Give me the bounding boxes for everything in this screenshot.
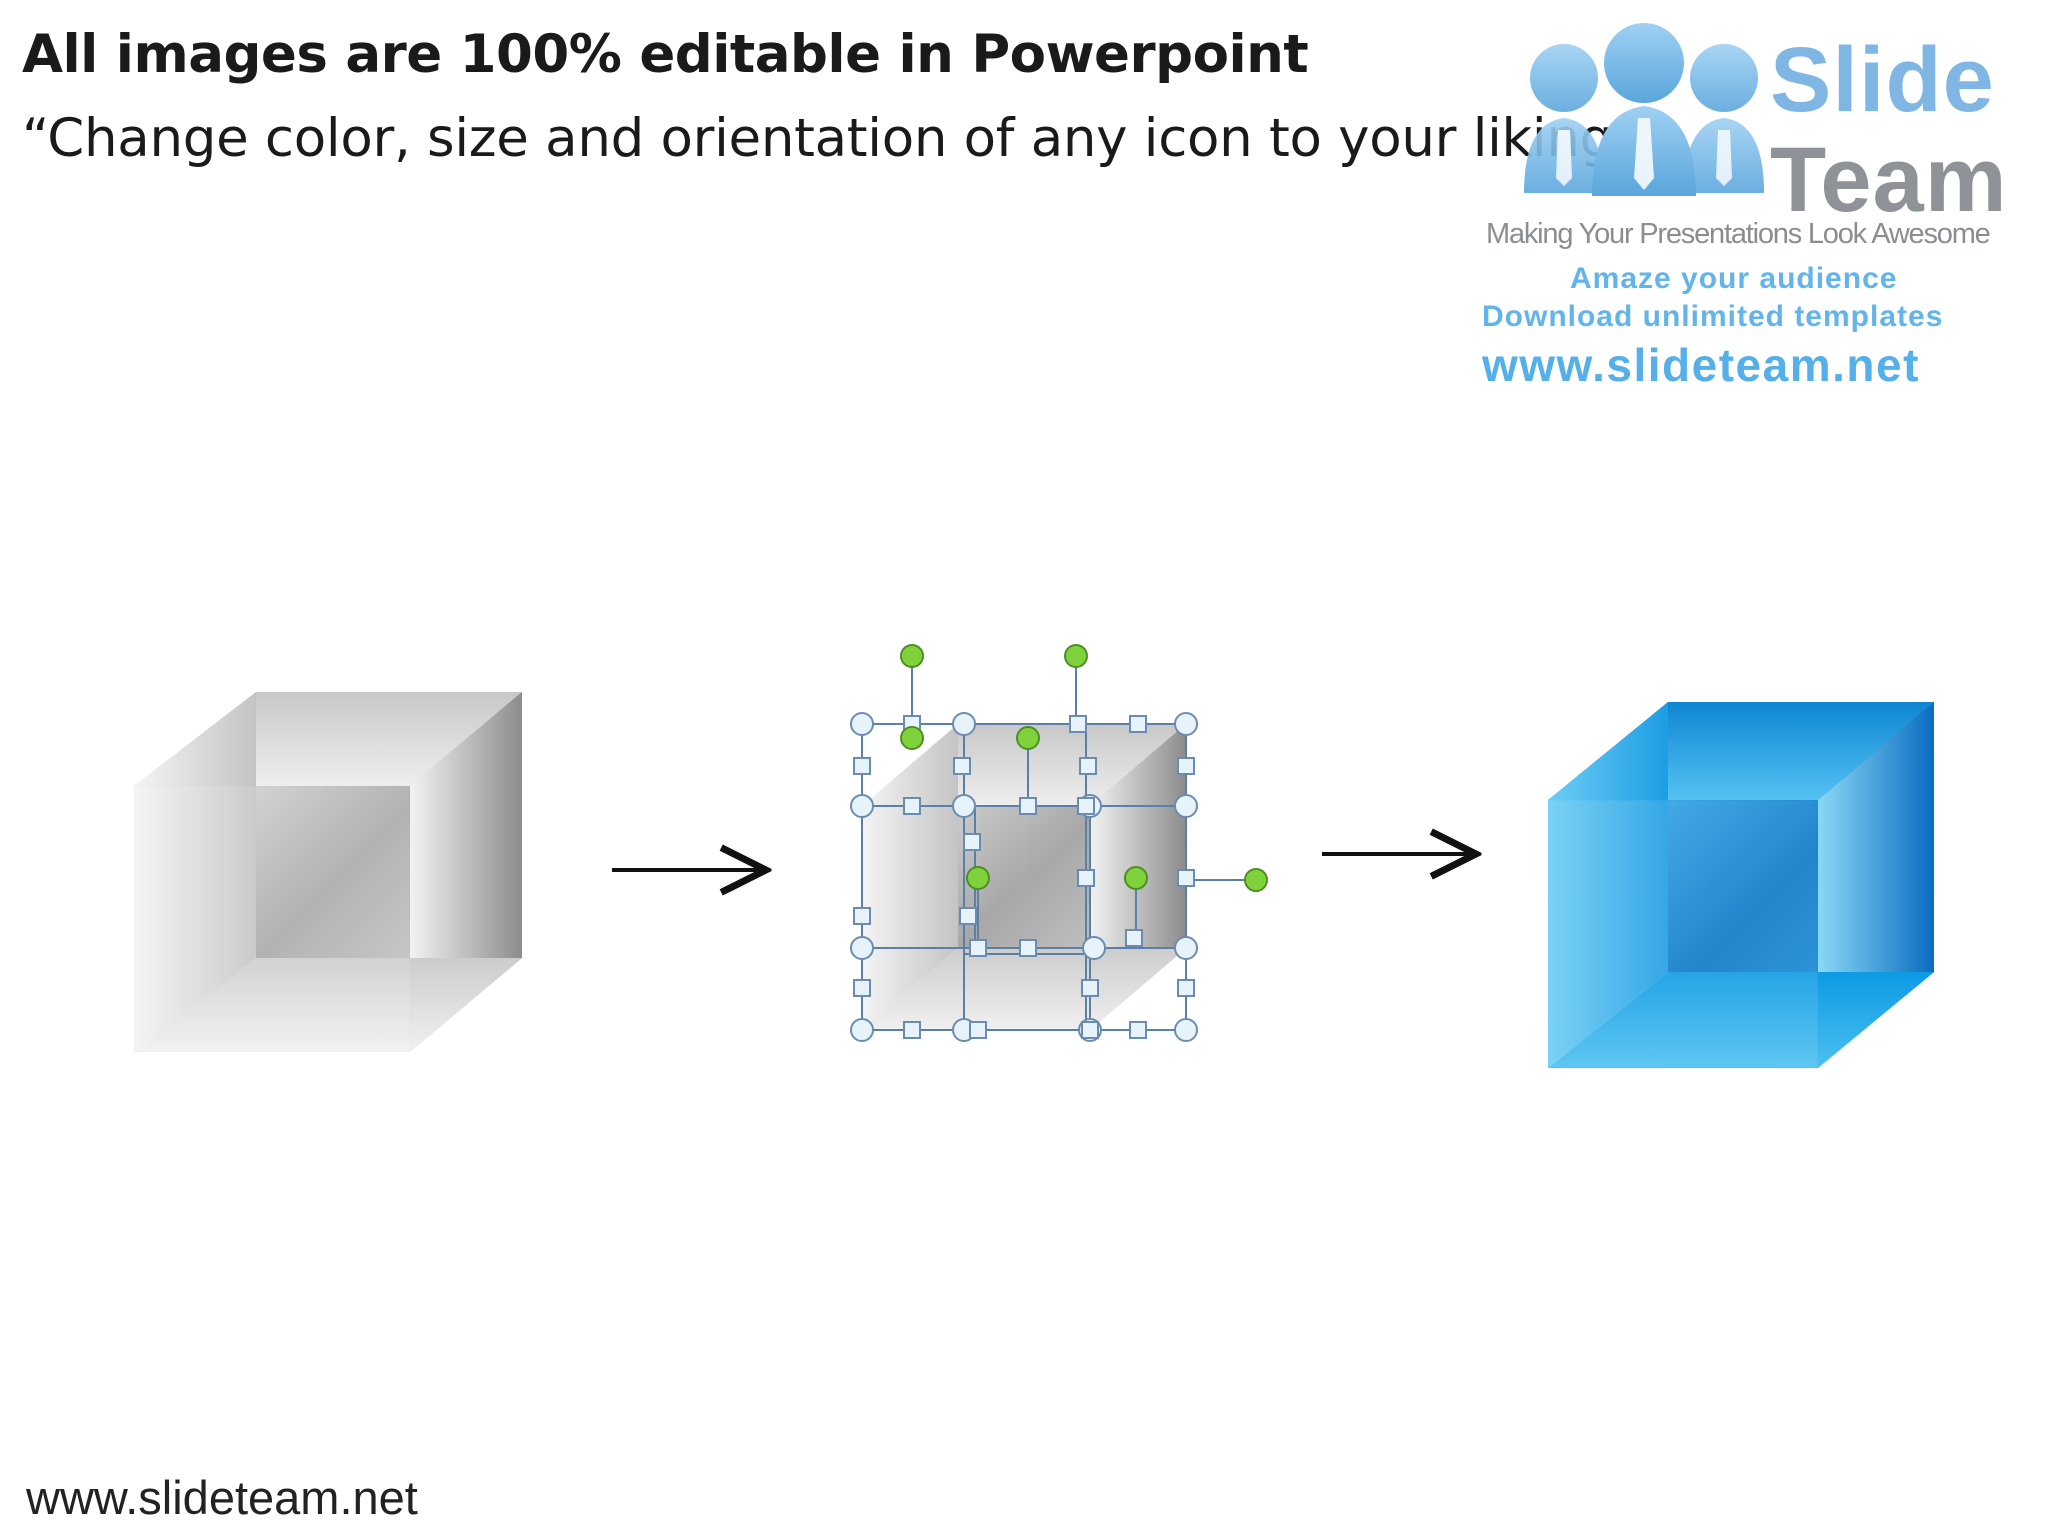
logo-download-line: Download unlimited templates bbox=[1482, 300, 1944, 333]
people-logo-icon bbox=[1524, 23, 1764, 196]
editable-cube-with-handles bbox=[850, 644, 1268, 1042]
logo-word-slide: Slide bbox=[1770, 29, 1995, 131]
logo-tagline: Making Your Presentations Look Awesome bbox=[1486, 218, 1991, 250]
logo-url[interactable]: www.slideteam.net bbox=[1482, 339, 1920, 391]
slide-subtitle: “Change color, size and orientation of a… bbox=[22, 108, 1641, 169]
logo-word-team: Team bbox=[1770, 129, 2008, 231]
blue-cube bbox=[1547, 702, 1934, 1069]
footer-url[interactable]: www.slideteam.net bbox=[26, 1471, 418, 1524]
logo-amaze-line: Amaze your audience bbox=[1570, 262, 1898, 295]
gray-cube bbox=[133, 692, 522, 1053]
slideteam-logo: Slide Team Making Your Presentations Loo… bbox=[1470, 18, 2040, 391]
slide-title: All images are 100% editable in Powerpoi… bbox=[22, 24, 1309, 85]
